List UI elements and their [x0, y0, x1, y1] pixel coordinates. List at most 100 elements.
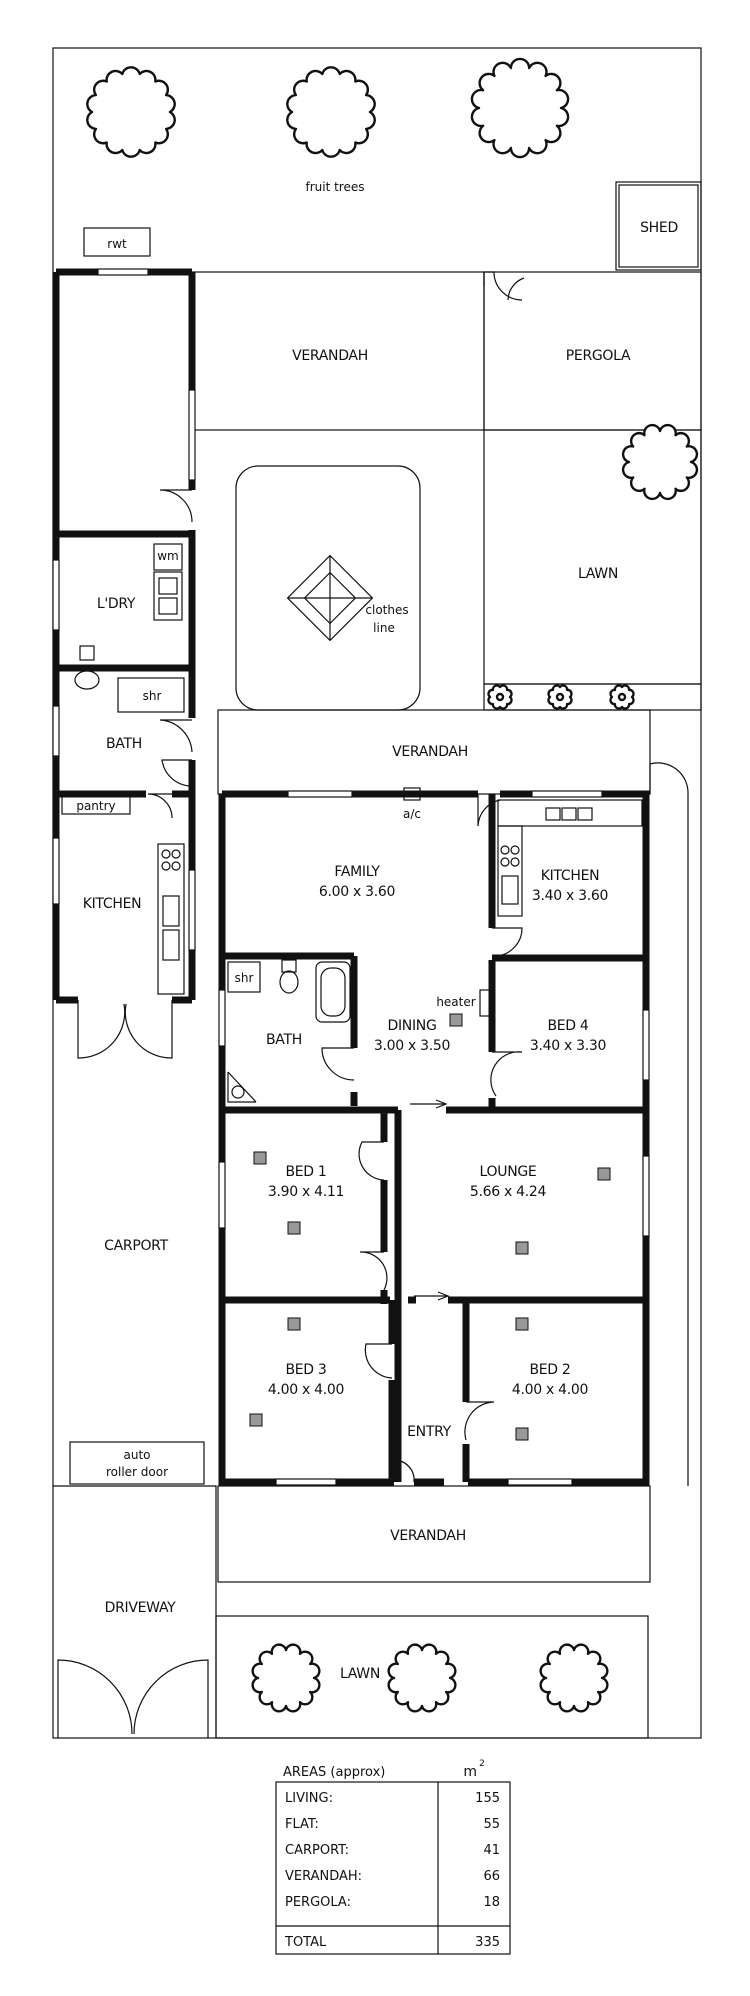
bed2-size: 4.00 x 4.00	[512, 1382, 588, 1398]
tree-icon	[539, 1643, 609, 1713]
front-yard: VERANDAH LAWN	[215, 1485, 651, 1739]
svg-text:wm: wm	[157, 549, 179, 563]
areas-row-value: 66	[483, 1869, 500, 1884]
kitchen-size: 3.40 x 3.60	[532, 888, 608, 904]
washing-machine	[153, 543, 183, 571]
dining-size: 3.00 x 3.50	[374, 1038, 450, 1054]
tree-icon	[387, 1643, 457, 1713]
pergola-label: PERGOLA	[566, 348, 631, 364]
bed1-size: 3.90 x 4.11	[268, 1184, 344, 1200]
areas-row-label: FLAT:	[285, 1817, 319, 1832]
door	[321, 1047, 355, 1081]
door	[359, 1251, 388, 1291]
svg-text:a/c: a/c	[403, 807, 421, 821]
kitchen-bench	[157, 843, 185, 995]
svg-text:2: 2	[479, 1759, 485, 1769]
family-size: 6.00 x 3.60	[319, 884, 395, 900]
door	[161, 759, 193, 787]
pantry	[61, 795, 131, 815]
flat-kitchen-label: KITCHEN	[83, 896, 142, 912]
window	[642, 1009, 650, 1081]
vent-icon	[249, 1413, 263, 1427]
window	[97, 268, 149, 276]
flat-bath-label: BATH	[106, 736, 142, 752]
shrub-icon	[487, 684, 513, 710]
toilet-icon	[74, 645, 100, 690]
shrub-centre	[555, 692, 565, 702]
shrub-icon	[609, 684, 635, 710]
door	[159, 719, 193, 753]
driveway-gates	[57, 1659, 209, 1738]
clothes-line-label: clothes	[365, 603, 408, 617]
laundry-tub	[153, 571, 183, 621]
svg-text:roller door: roller door	[106, 1465, 168, 1479]
tree-canopy	[470, 57, 570, 159]
kitchen-bench-side	[497, 825, 523, 917]
door	[364, 1343, 393, 1379]
carport: CARPORT auto roller door DRIVEWAY	[53, 1238, 217, 1738]
tree-canopy	[86, 66, 176, 158]
clothes-line-area	[235, 465, 421, 711]
carport-label: CARPORT	[104, 1238, 168, 1254]
areas-row-value: 155	[475, 1791, 500, 1806]
svg-text:shr: shr	[235, 971, 254, 985]
clothes-line-icon	[286, 554, 374, 642]
door	[464, 1401, 495, 1441]
tree-canopy	[387, 1643, 457, 1713]
bed4-size: 3.40 x 3.30	[530, 1038, 606, 1054]
window	[188, 389, 196, 481]
fruit-tree-icon	[86, 66, 176, 158]
rear-lawn-label: LAWN	[578, 566, 618, 582]
front-lawn-label: LAWN	[340, 1666, 380, 1682]
shower	[227, 961, 261, 993]
window	[188, 869, 196, 951]
shrub-icon	[547, 684, 573, 710]
areas-row-value: 55	[483, 1817, 500, 1832]
areas-title: AREAS (approx)	[283, 1765, 385, 1780]
areas-row-label: VERANDAH:	[285, 1869, 362, 1884]
shed-label: SHED	[640, 220, 678, 236]
auto-roller-door	[69, 1441, 205, 1485]
kitchen-label: KITCHEN	[541, 868, 600, 884]
direction-arrow	[410, 1099, 450, 1301]
heater-icon	[449, 1013, 463, 1027]
bed4-label: BED 4	[547, 1018, 588, 1034]
shrub-centre	[495, 692, 505, 702]
areas-table: AREAS (approx) m 2 LIVING:155FLAT:55CARP…	[275, 1759, 511, 1955]
window	[218, 1161, 226, 1229]
tree-icon	[251, 1643, 321, 1713]
mid-verandah-label: VERANDAH	[392, 744, 468, 760]
door	[477, 794, 501, 827]
tree-canopy	[251, 1643, 321, 1713]
window	[52, 837, 60, 905]
flat: L'DRY wm shr BATH pantry KITCHEN	[52, 268, 196, 1059]
dining-label: DINING	[387, 1018, 436, 1034]
lounge-size: 5.66 x 4.24	[470, 1184, 547, 1200]
entry-door	[393, 1459, 415, 1483]
svg-text:auto: auto	[123, 1448, 150, 1462]
vent-icon	[515, 1427, 529, 1441]
areas-row-label: PERGOLA:	[285, 1895, 351, 1910]
fruit-trees-label: fruit trees	[305, 180, 364, 194]
areas-total-label: TOTAL	[284, 1935, 327, 1950]
door	[492, 927, 523, 957]
family-label: FAMILY	[334, 864, 380, 880]
bed1-label: BED 1	[285, 1164, 326, 1180]
kitchen-bench-top	[497, 799, 643, 827]
front-lawn	[215, 1615, 649, 1739]
door	[490, 1051, 523, 1097]
window	[531, 790, 603, 798]
vent-icon	[253, 1151, 267, 1165]
bed3-label: BED 3	[285, 1362, 326, 1378]
window	[642, 1155, 650, 1237]
rear-outdoor: VERANDAH PERGOLA LAWN clothes line	[191, 271, 702, 711]
driveway-label: DRIVEWAY	[105, 1600, 177, 1616]
bed3-size: 4.00 x 4.00	[268, 1382, 344, 1398]
pergola-gate	[483, 271, 523, 301]
vent-icon	[287, 1221, 301, 1235]
heater-label: heater	[436, 995, 475, 1009]
laundry-label: L'DRY	[97, 596, 136, 612]
lounge-label: LOUNGE	[480, 1164, 537, 1180]
rear-yard: fruit trees rwt SHED	[83, 57, 702, 271]
